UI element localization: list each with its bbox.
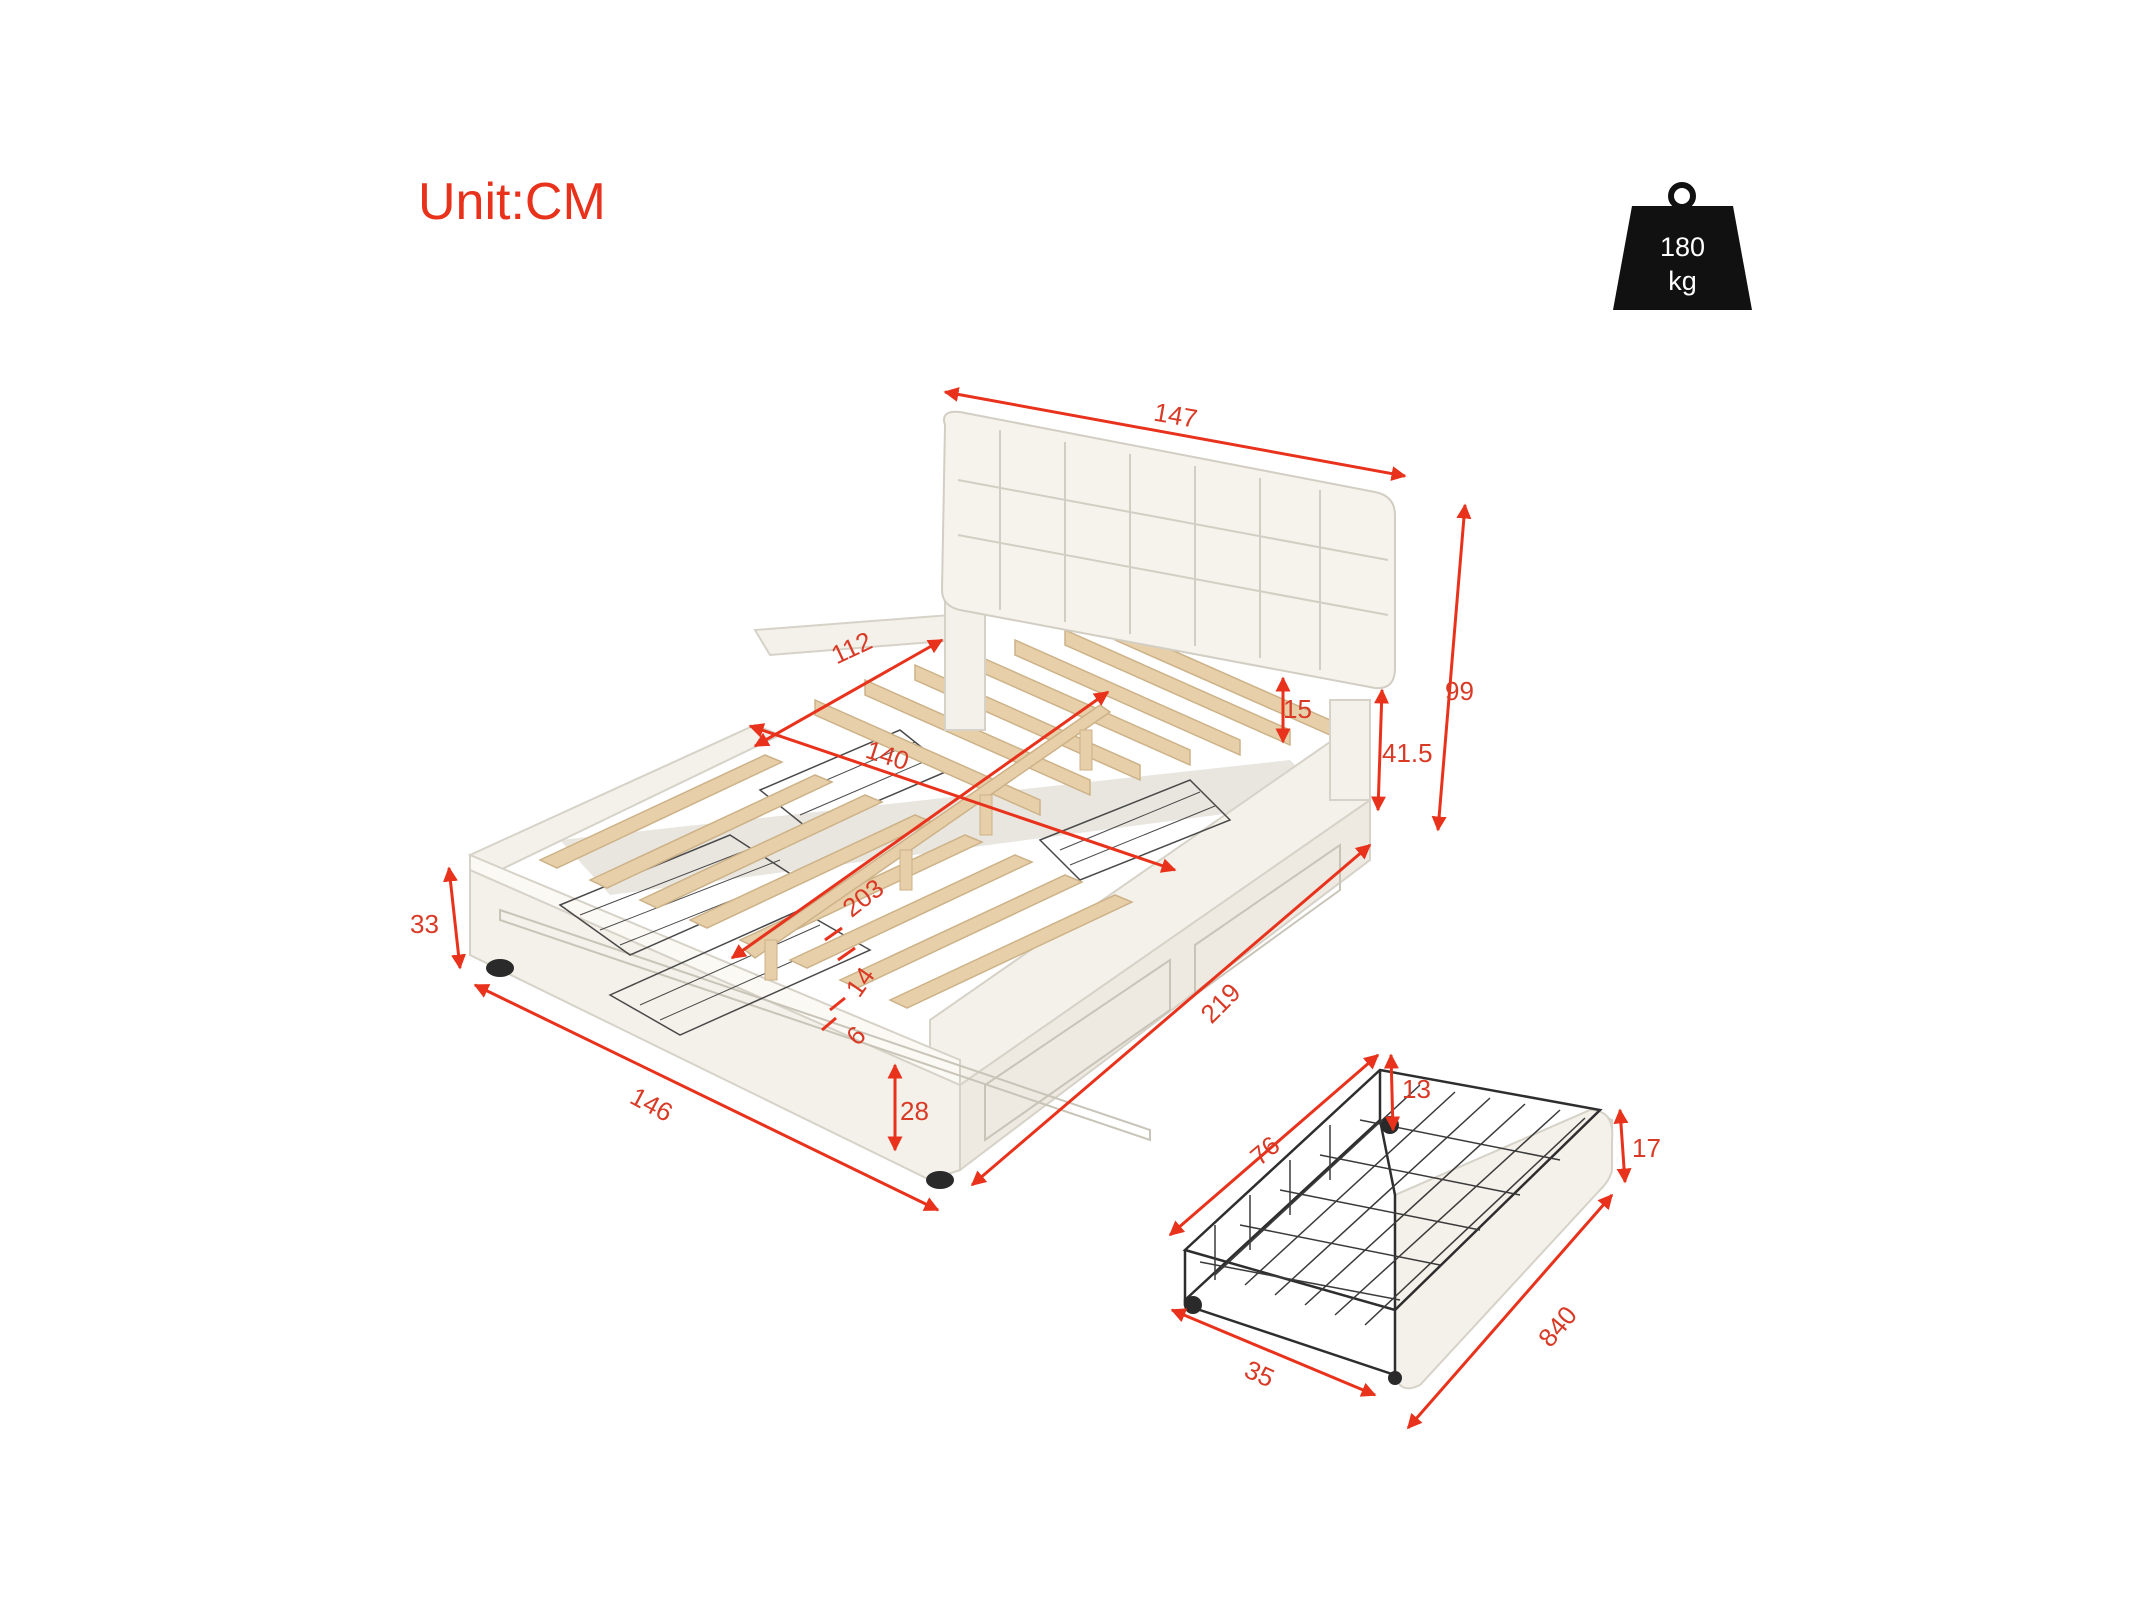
dim-footboard-height: 28 (900, 1096, 929, 1126)
unit-label: Unit:CM (418, 173, 606, 231)
weight-value: 180 (1659, 232, 1706, 262)
dim-frame-height: 33 (410, 909, 439, 939)
dim-drawer-length: 840 (1532, 1300, 1583, 1353)
weight-unit: kg (1668, 266, 1697, 296)
dim-footboard-width: 146 (625, 1081, 677, 1128)
weight-capacity-icon: 180 kg (1610, 180, 1755, 315)
dim-headboard-width: 147 (1152, 397, 1200, 434)
dim-drawer-front-height: 17 (1632, 1133, 1661, 1163)
dimension-lines (443, 387, 1632, 1430)
headboard-tufting (957, 430, 1389, 670)
dim-headboard-clearance: 15 (1283, 694, 1312, 724)
bed-frame (467, 410, 1396, 1189)
dim-drawer-width: 35 (1240, 1354, 1279, 1393)
dim-drawer-inner-height: 13 (1402, 1074, 1431, 1104)
dim-total-height: 99 (1445, 676, 1474, 706)
dim-side-rail-height: 41.5 (1382, 738, 1433, 768)
